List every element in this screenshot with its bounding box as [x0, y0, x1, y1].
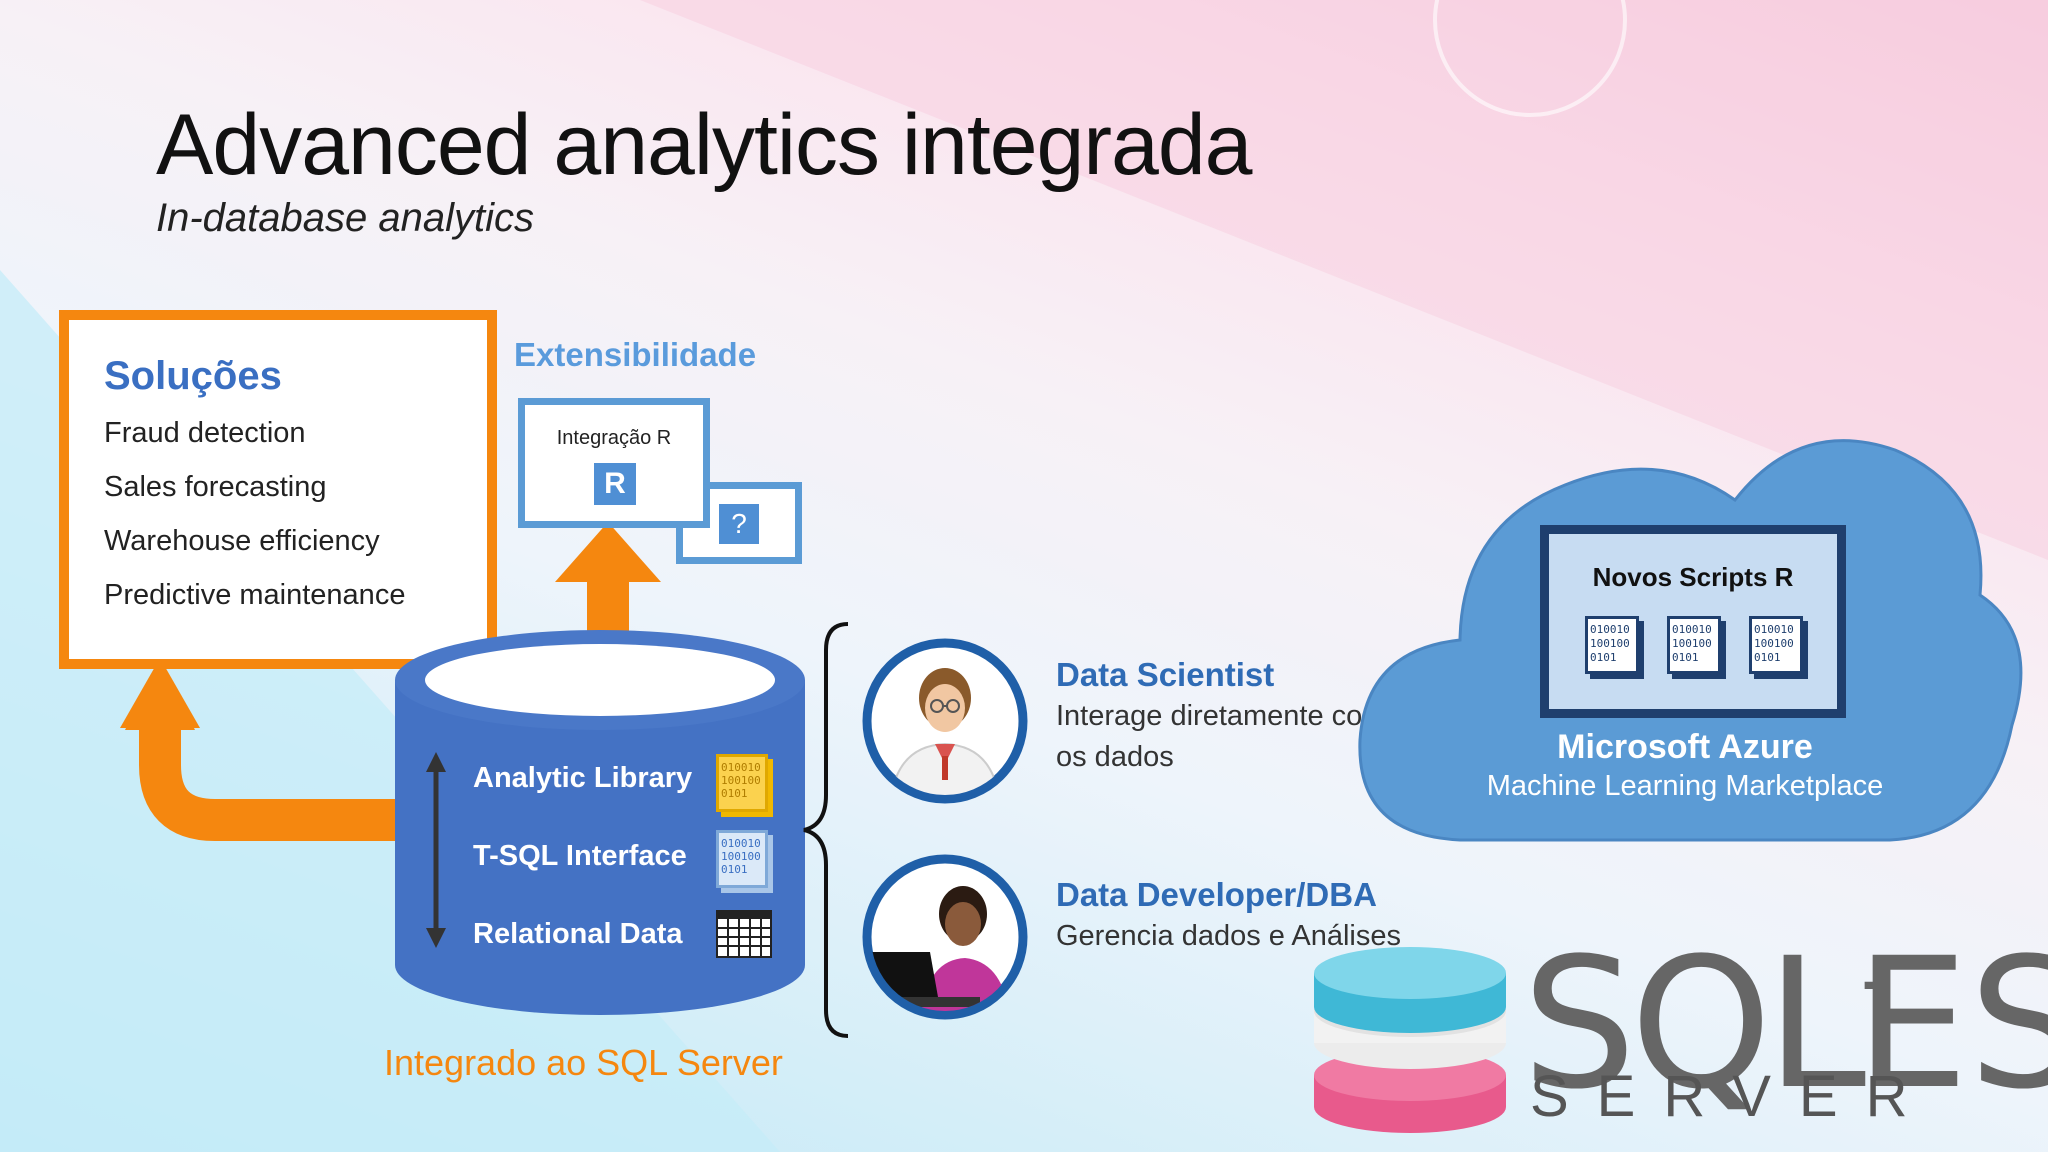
solution-item: Fraud detection — [104, 417, 306, 449]
binary-line: 0101 — [1754, 651, 1781, 664]
brace-icon — [803, 622, 849, 1038]
r-badge: R — [594, 463, 636, 505]
binary-line: 010010 — [1754, 623, 1794, 636]
logo-sql-text: SQL- — [1522, 935, 1893, 1115]
r-integration-label: Integração R — [556, 427, 672, 449]
logo-es-text: ES — [1855, 920, 2048, 1129]
arrow-to-extensibility — [587, 580, 629, 640]
r-script-file-icon: 010010 100100 0101 — [1749, 616, 1803, 674]
binary-line: 0101 — [1672, 651, 1699, 664]
r-script-file-icon: 010010 100100 0101 — [1585, 616, 1639, 674]
r-script-file-icon: 010010 100100 0101 — [1667, 616, 1721, 674]
slide-title: Advanced analytics integrada — [156, 97, 1253, 193]
slide-subtitle: In-database analytics — [156, 196, 535, 240]
binary-line: 100100 — [1672, 637, 1712, 650]
binary-line: 100100 — [721, 774, 761, 787]
binary-line: 010010 — [1672, 623, 1712, 636]
layer-relational-data: Relational Data — [473, 918, 683, 950]
azure-title: Microsoft Azure — [1557, 728, 1813, 766]
layer-analytic-library: Analytic Library — [473, 762, 693, 794]
azure-subtitle: Machine Learning Marketplace — [1486, 770, 1884, 802]
binary-line: 100100 — [1754, 637, 1794, 650]
new-r-scripts-box: Novos Scripts R 010010 100100 0101 01001… — [1540, 525, 1846, 718]
persona-name-data-scientist: Data Scientist — [1056, 656, 1275, 693]
sql-es-logo-icon — [1314, 947, 1506, 1133]
analytic-library-icon: 010010 100100 0101 — [716, 754, 768, 812]
relational-data-grid-icon — [716, 910, 772, 958]
solution-item: Sales forecasting — [104, 471, 327, 503]
persona-desc-line: Gerencia dados e Análises — [1056, 920, 1401, 952]
arrow-to-extensibility-head — [555, 522, 661, 582]
sql-server-caption: Integrado ao SQL Server — [384, 1042, 783, 1083]
persona-desc-line: os dados — [1056, 741, 1174, 773]
new-r-scripts-label: Novos Scripts R — [1592, 562, 1794, 592]
persona-desc-line: Interage diretamente com — [1056, 700, 1387, 732]
unknown-badge: ? — [719, 504, 759, 544]
data-developer-avatar — [862, 854, 1028, 1020]
solutions-box: Soluções Fraud detection Sales forecasti… — [59, 310, 497, 669]
logo-server-text: SERVER — [1530, 1064, 1936, 1129]
binary-line: 100100 — [721, 850, 761, 863]
data-scientist-avatar — [862, 638, 1028, 804]
extensibility-title: Extensibilidade — [514, 336, 757, 373]
binary-line: 0101 — [721, 787, 748, 800]
persona-name-data-developer: Data Developer/DBA — [1056, 876, 1377, 913]
binary-line: 0101 — [1590, 651, 1617, 664]
r-integration-box: Integração R R — [518, 398, 710, 528]
layer-tsql-interface: T-SQL Interface — [473, 840, 687, 872]
solution-item: Predictive maintenance — [104, 579, 406, 611]
solutions-heading: Soluções — [104, 354, 282, 398]
binary-line: 010010 — [721, 837, 761, 850]
binary-line: 100100 — [1590, 637, 1630, 650]
solution-item: Warehouse efficiency — [104, 525, 380, 557]
sql-server-database-icon — [395, 630, 805, 1015]
logo-sql: SQL — [1522, 920, 1866, 1129]
binary-line: 010010 — [721, 761, 761, 774]
tsql-interface-icon: 010010 100100 0101 — [716, 830, 768, 888]
arrow-to-solutions — [139, 730, 400, 841]
binary-line: 0101 — [721, 863, 748, 876]
binary-line: 010010 — [1590, 623, 1630, 636]
